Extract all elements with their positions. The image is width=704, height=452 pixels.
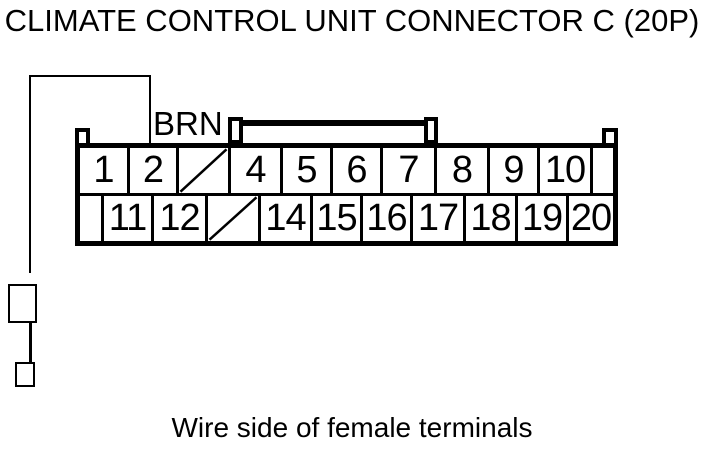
wire-horizontal-segment xyxy=(29,75,151,77)
connector-housing: 1 2 4 5 6 7 8 9 10 11 12 xyxy=(75,143,618,246)
pin-cell-8: 8 xyxy=(434,148,487,193)
pin-cell-2: 2 xyxy=(127,148,176,193)
lock-rail xyxy=(243,120,424,145)
pin-cell-10: 10 xyxy=(537,148,590,193)
pin-cell-20: 20 xyxy=(566,196,613,241)
pin-cell-17: 17 xyxy=(410,196,463,241)
wire-vertical-segment-to-pin2 xyxy=(149,75,151,143)
pin-cell-6: 6 xyxy=(330,148,380,193)
inline-component-box-large xyxy=(8,284,37,323)
pin-row-bottom: 11 12 14 15 16 17 18 19 20 xyxy=(80,193,613,241)
pin-cell-11: 11 xyxy=(101,196,151,241)
wire-color-label: BRN xyxy=(153,105,223,142)
pin-cell-5: 5 xyxy=(280,148,330,193)
pin-cell-7: 7 xyxy=(380,148,434,193)
cell-blank-bottom-left xyxy=(80,196,101,241)
slash-line xyxy=(180,149,226,191)
pin-cell-4: 4 xyxy=(228,148,280,193)
pin-cell-19: 19 xyxy=(515,196,566,241)
pin-cell-3-missing xyxy=(176,148,228,193)
pin-cell-9: 9 xyxy=(487,148,537,193)
pin-cell-18: 18 xyxy=(463,196,515,241)
wire-vertical-segment-lower xyxy=(29,323,32,362)
pin-cell-12: 12 xyxy=(151,196,205,241)
cell-blank-top-right xyxy=(590,148,613,193)
pin-cell-13-missing xyxy=(205,196,258,241)
pin-cell-15: 15 xyxy=(310,196,360,241)
pin-cell-16: 16 xyxy=(360,196,410,241)
pin-cell-14: 14 xyxy=(258,196,310,241)
slash-line xyxy=(210,197,257,239)
lock-tab-right xyxy=(424,117,438,144)
missing-pin-slash-icon xyxy=(179,148,228,193)
caption: Wire side of female terminals xyxy=(171,412,533,443)
wire-vertical-segment-left xyxy=(29,75,31,273)
lock-tab-left xyxy=(228,117,243,144)
pin-cell-1: 1 xyxy=(80,148,127,193)
missing-pin-slash-icon xyxy=(208,196,258,241)
page-title: CLIMATE CONTROL UNIT CONNECTOR C (20P) xyxy=(4,3,700,38)
inline-component-box-small xyxy=(15,362,35,387)
pin-row-top: 1 2 4 5 6 7 8 9 10 xyxy=(80,148,613,193)
